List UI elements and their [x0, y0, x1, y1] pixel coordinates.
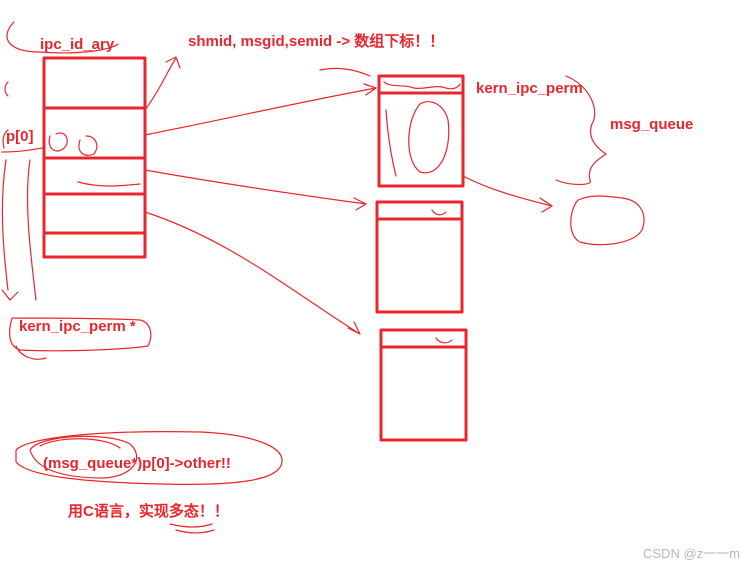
slot-wave [77, 181, 141, 187]
struct-2-mark [431, 209, 447, 216]
polymorphism-note-label: 用C语言，实现多态！！ [68, 503, 229, 520]
p0-to-kern-perm-curve [1, 159, 19, 301]
ipc-id-ary-curve [6, 21, 119, 54]
arrow-header-swoop [319, 67, 371, 77]
p0-left-curve [26, 159, 37, 301]
msg-queue-label: msg_queue [610, 116, 694, 133]
struct-1-oval [408, 101, 450, 174]
p0-tick [4, 81, 9, 97]
kern-ipc-perm-label: kern_ipc_perm [476, 80, 583, 97]
blob-shape [570, 195, 645, 246]
slot-scribble [48, 132, 98, 156]
polymorphism-underline [169, 523, 215, 534]
kern-perm-ptr-underline [15, 345, 47, 360]
ipc-id-ary-label: ipc_id_ary [40, 36, 115, 53]
struct-1-inner-curve [385, 109, 397, 177]
cast-inner-oval-2 [39, 438, 121, 449]
msg-queue-struct [377, 74, 465, 188]
arrow-to-msg-queue [144, 83, 377, 136]
cast-expression-label: (msg_queue*)p[0]->other!! [43, 455, 231, 472]
watermark: CSDN @z一一m [643, 546, 740, 561]
p0-label: p[0] [6, 128, 34, 145]
arrow-to-struct-2 [144, 169, 367, 211]
index-note-label: shmid, msgid,semid -> 数组下标！！ [188, 33, 445, 50]
kern-ipc-perm-pointer-label: kern_ipc_perm * [19, 318, 136, 335]
kern-perm-ptr-oval [9, 317, 152, 352]
cast-inner-oval-1 [29, 435, 138, 479]
arrow-to-index-note [144, 56, 181, 111]
ipc-id-array [42, 56, 147, 259]
struct-3-mark [435, 337, 453, 344]
struct-box-3 [379, 328, 468, 442]
arrow-to-struct-3 [144, 211, 361, 335]
cast-outer-oval [15, 431, 283, 485]
struct-box-2 [375, 200, 464, 314]
struct-1-scribble [383, 81, 461, 90]
arrow-to-blob [462, 175, 553, 213]
p0-bracket [1, 129, 43, 153]
msg-queue-brace [555, 75, 607, 186]
